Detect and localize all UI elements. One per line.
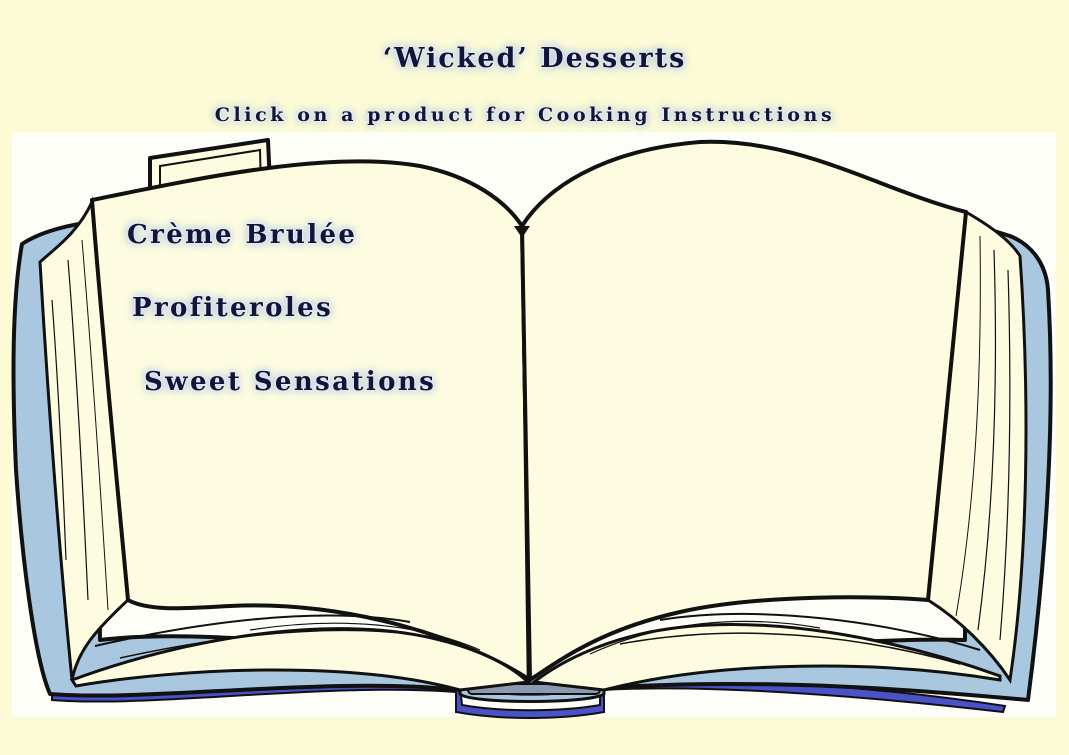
left-stack-line-c [81, 239, 109, 611]
right-page-line-b [619, 632, 961, 665]
left-page-edges [38, 196, 130, 681]
page-title: ‘Wicked’ Desserts [382, 43, 687, 74]
left-page-line-a [94, 614, 411, 647]
left-page [90, 159, 532, 682]
product-link-creme-brulee[interactable]: Crème Brulée [127, 220, 358, 250]
right-page-edges [926, 209, 1028, 685]
gutter-fold [514, 226, 530, 238]
left-stack-line-a [51, 299, 67, 561]
right-page-line-c [589, 620, 821, 655]
spine-line [520, 235, 530, 681]
right-stack-line-b [977, 249, 997, 631]
left-page-line-b [119, 629, 451, 659]
left-stack-line-b [67, 259, 89, 601]
product-link-profiteroles[interactable]: Profiteroles [132, 293, 334, 323]
page-subtitle: Click on a product for Cooking Instructi… [214, 104, 836, 126]
right-page-line-a [659, 612, 981, 651]
product-link-sweet-sensations[interactable]: Sweet Sensations [144, 367, 437, 397]
right-page-curl [530, 623, 1002, 692]
right-stack-line-c [955, 235, 981, 617]
right-stack-line-a [999, 269, 1011, 641]
right-page [520, 139, 968, 682]
left-page-line-c [249, 622, 481, 651]
